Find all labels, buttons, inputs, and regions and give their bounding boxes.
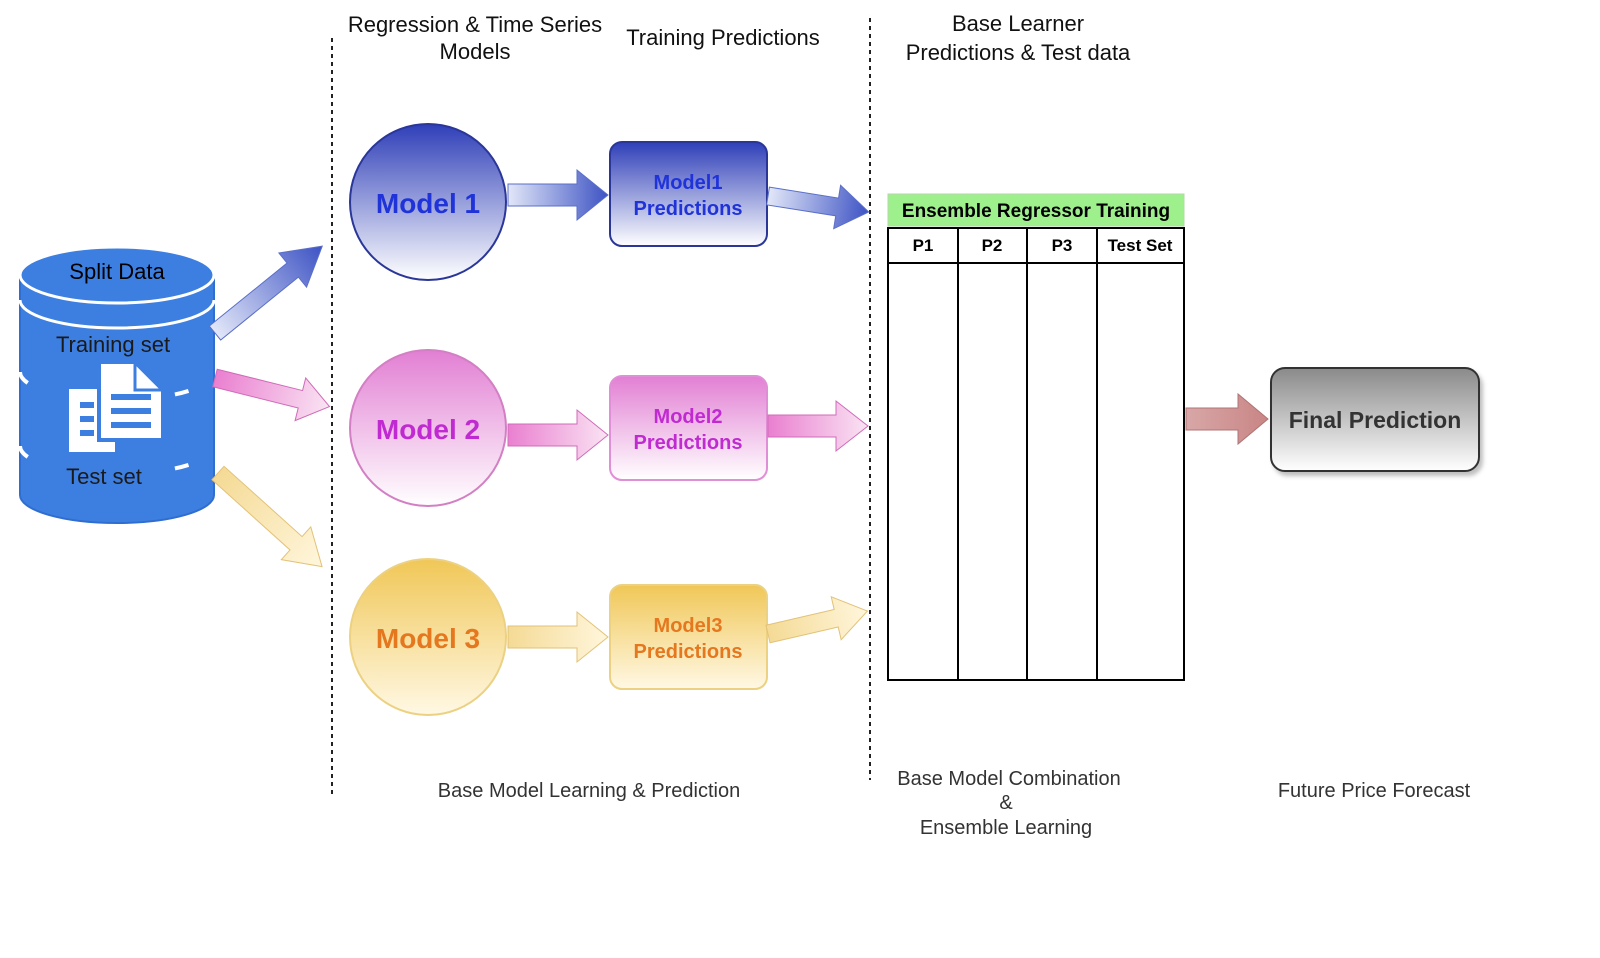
arrow-db-to-model2 <box>212 368 331 422</box>
column-header-p3: P3 <box>1052 236 1073 255</box>
column-header-test-set: Test Set <box>1108 236 1173 255</box>
model-1-node <box>349 123 507 281</box>
model-3-predictions-box <box>609 584 768 690</box>
arrow-model2-to-pred <box>507 408 609 462</box>
arrow-ensemble-to-final <box>1185 392 1269 446</box>
arrow-model1-to-pred <box>507 168 609 222</box>
caption-combination-line1: Base Model Combination <box>897 768 1120 790</box>
ensemble-table-title: Ensemble Regressor Training <box>902 201 1170 222</box>
model-3-predictions-line2: Predictions <box>634 641 743 663</box>
model-1-predictions-line1: Model1 <box>654 172 723 194</box>
ensemble-table-title-bar <box>887 193 1185 227</box>
caption-forecast: Future Price Forecast <box>1278 780 1471 802</box>
arrow-model3-to-pred <box>507 610 609 664</box>
header-base-learner-line2: Predictions & Test data <box>906 40 1131 65</box>
split-data-database: Split Data Training set Test set <box>18 245 216 524</box>
arrow-pred2-to-ensemble <box>767 399 869 453</box>
arrow-db-to-model3 <box>211 465 323 568</box>
model-3-predictions-line1: Model3 <box>654 615 723 637</box>
database-title: Split Data <box>69 259 165 284</box>
final-prediction-box <box>1270 367 1480 472</box>
header-base-learner-line1: Base Learner <box>952 11 1084 36</box>
ensemble-table: Ensemble Regressor Training P1 P2 P3 Tes… <box>887 193 1185 681</box>
model-1-predictions-box <box>609 141 768 247</box>
final-prediction-label: Final Prediction <box>1289 407 1462 433</box>
header-models-line2: Models <box>440 39 511 64</box>
training-set-label: Training set <box>56 332 170 357</box>
column-header-p2: P2 <box>982 236 1003 255</box>
test-set-label: Test set <box>66 464 142 489</box>
column-header-p1: P1 <box>913 236 934 255</box>
header-training-predictions: Training Predictions <box>626 25 820 50</box>
model-2-node <box>349 349 507 507</box>
caption-combination-line3: Ensemble Learning <box>920 817 1092 839</box>
model-2-predictions-line1: Model2 <box>654 406 723 428</box>
arrow-db-to-model1 <box>208 245 324 341</box>
caption-combination-line2: & <box>999 792 1013 814</box>
header-models-line1: Regression & Time Series <box>348 12 602 37</box>
arrow-pred3-to-ensemble <box>765 596 869 644</box>
model-1-label: Model 1 <box>376 188 480 219</box>
model-2-predictions-box <box>609 375 768 481</box>
caption-base-model: Base Model Learning & Prediction <box>438 780 740 802</box>
documents-icon <box>69 360 165 452</box>
model-1-predictions-line2: Predictions <box>634 198 743 220</box>
model-3-node <box>349 558 507 716</box>
model-3-label: Model 3 <box>376 623 480 654</box>
model-2-label: Model 2 <box>376 414 480 445</box>
arrow-pred1-to-ensemble <box>766 184 870 230</box>
model-2-predictions-line2: Predictions <box>634 432 743 454</box>
